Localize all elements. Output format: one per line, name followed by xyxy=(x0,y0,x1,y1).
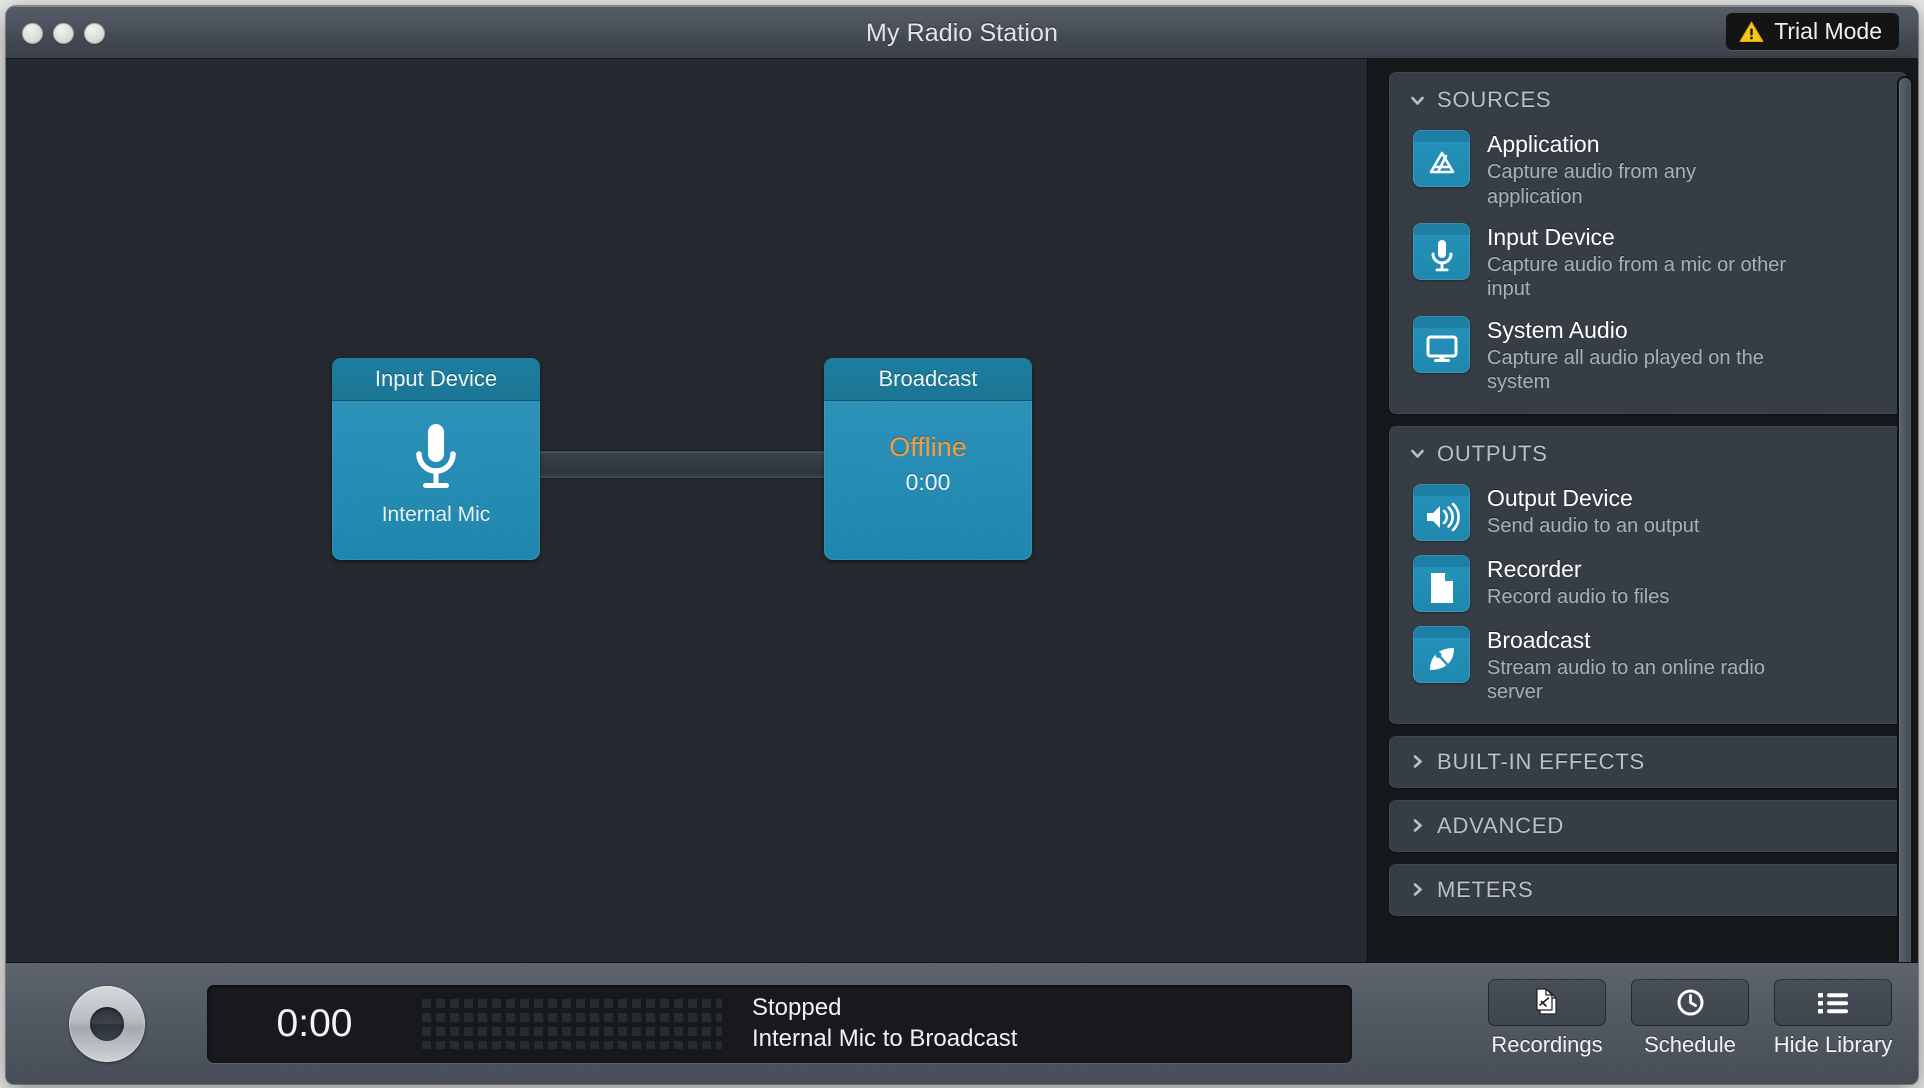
close-button[interactable] xyxy=(22,23,43,44)
recordings-label: Recordings xyxy=(1491,1032,1603,1057)
chevron-right-icon xyxy=(1410,754,1425,769)
library-item-output-device[interactable]: Output Device Send audio to an output xyxy=(1389,477,1907,548)
recordings-button[interactable]: Recordings xyxy=(1486,979,1608,1058)
connection-cable[interactable] xyxy=(530,451,838,478)
hide-library-button[interactable]: Hide Library xyxy=(1772,979,1894,1058)
microphone-icon xyxy=(1413,222,1470,280)
library-item-broadcast[interactable]: Broadcast Stream audio to an online radi… xyxy=(1389,619,1907,712)
node-header: Broadcast xyxy=(824,358,1032,401)
library-item-system-audio[interactable]: System Audio Capture all audio played on… xyxy=(1389,309,1907,402)
list-icon xyxy=(1774,979,1892,1026)
trial-mode-label: Trial Mode xyxy=(1774,18,1882,44)
section-title: ADVANCED xyxy=(1437,812,1565,838)
section-header-meters[interactable]: METERS xyxy=(1389,877,1533,903)
section-header-outputs[interactable]: OUTPUTS xyxy=(1389,436,1907,477)
recordings-document-icon xyxy=(1488,979,1606,1026)
library-item-desc: Stream audio to an online radio server xyxy=(1487,656,1765,704)
library-item-desc: Capture all audio played on the system xyxy=(1487,346,1764,394)
library-item-application[interactable]: Application Capture audio from any appli… xyxy=(1389,123,1907,216)
routing-canvas[interactable]: Input Device Internal Mic xyxy=(6,59,1368,962)
section-title: OUTPUTS xyxy=(1437,440,1548,466)
node-input-device[interactable]: Input Device Internal Mic xyxy=(332,358,540,560)
node-subtitle: Internal Mic xyxy=(381,503,491,526)
library-item-desc: Capture audio from any application xyxy=(1487,161,1697,208)
library-item-name: Output Device xyxy=(1487,484,1633,511)
minimize-button[interactable] xyxy=(53,23,74,44)
hide-library-label: Hide Library xyxy=(1773,1032,1893,1057)
library-item-name: Broadcast xyxy=(1487,626,1591,653)
record-button[interactable] xyxy=(69,986,145,1062)
document-icon xyxy=(1413,554,1470,612)
traffic-lights xyxy=(22,23,105,44)
node-broadcast[interactable]: Broadcast Offline 0:00 xyxy=(824,358,1032,560)
section-header-built-in-effects[interactable]: BUILT-IN EFFECTS xyxy=(1389,749,1645,775)
library-scrollbar-thumb[interactable] xyxy=(1899,78,1911,962)
node-body: Offline 0:00 xyxy=(824,401,1032,560)
status-display: 0:00 Stopped Internal Mic to Broadcast xyxy=(207,985,1352,1063)
library-item-recorder[interactable]: Recorder Record audio to files xyxy=(1389,548,1907,619)
chevron-down-icon xyxy=(1410,93,1425,108)
display-icon xyxy=(1413,315,1470,373)
app-store-icon xyxy=(1413,130,1470,187)
section-header-advanced[interactable]: ADVANCED xyxy=(1389,813,1564,839)
section-title: SOURCES xyxy=(1437,87,1552,112)
window-body: Input Device Internal Mic xyxy=(6,59,1918,962)
title-bar: My Radio Station Trial Mode xyxy=(6,6,1918,59)
section-title: METERS xyxy=(1437,876,1534,902)
status-line-1: Stopped xyxy=(752,994,842,1022)
library-item-desc: Send audio to an output xyxy=(1487,514,1700,537)
clock-icon xyxy=(1631,979,1749,1026)
library-item-desc: Record audio to files xyxy=(1487,585,1670,608)
level-meter-matrix xyxy=(422,999,722,1049)
broadcast-status: Offline xyxy=(889,432,967,462)
library-section-meters[interactable]: METERS xyxy=(1389,863,1907,916)
schedule-label: Schedule xyxy=(1644,1032,1736,1057)
schedule-button[interactable]: Schedule xyxy=(1629,979,1751,1058)
library-item-input-device[interactable]: Input Device Capture audio from a mic or… xyxy=(1389,216,1907,309)
elapsed-time: 0:00 xyxy=(276,1002,353,1045)
satellite-dish-icon xyxy=(1413,625,1470,683)
node-header: Input Device xyxy=(332,358,540,401)
chevron-right-icon xyxy=(1410,882,1425,897)
microphone-icon xyxy=(410,417,462,501)
app-window: My Radio Station Trial Mode Input Device xyxy=(6,6,1918,1084)
node-body: Internal Mic xyxy=(332,401,540,560)
library-item-name: Input Device xyxy=(1487,223,1615,250)
bottom-toolbar: 0:00 Stopped Internal Mic to Broadcast xyxy=(6,962,1918,1084)
library-section-outputs: OUTPUTS Output Device Send audio to an xyxy=(1389,425,1907,724)
warning-triangle-icon xyxy=(1739,21,1764,43)
library-section-advanced[interactable]: ADVANCED xyxy=(1389,799,1907,852)
trial-mode-badge[interactable]: Trial Mode xyxy=(1726,13,1899,50)
library-item-name: Recorder xyxy=(1487,555,1582,582)
section-header-sources[interactable]: SOURCES xyxy=(1389,82,1907,123)
library-section-built-in-effects[interactable]: BUILT-IN EFFECTS xyxy=(1389,735,1907,788)
library-item-name: System Audio xyxy=(1487,316,1628,343)
speaker-icon xyxy=(1413,483,1470,541)
status-text: Stopped Internal Mic to Broadcast xyxy=(752,993,1017,1054)
broadcast-time: 0:00 xyxy=(905,469,951,495)
section-title: BUILT-IN EFFECTS xyxy=(1437,748,1645,774)
library-panel[interactable]: SOURCES Application Capture audio from a… xyxy=(1369,59,1918,962)
library-item-name: Application xyxy=(1487,131,1600,157)
toolbar-buttons: Recordings Schedule xyxy=(1486,979,1894,1058)
status-line-2: Internal Mic to Broadcast xyxy=(752,1025,1018,1052)
library-section-sources: SOURCES Application Capture audio from a… xyxy=(1389,72,1907,414)
chevron-right-icon xyxy=(1410,818,1425,833)
page-title: My Radio Station xyxy=(866,19,1058,47)
chevron-down-icon xyxy=(1410,446,1425,461)
node-title: Input Device xyxy=(374,366,498,391)
zoom-button[interactable] xyxy=(84,23,105,44)
library-scrollbar[interactable] xyxy=(1897,76,1913,962)
node-title: Broadcast xyxy=(878,366,978,391)
library-item-desc: Capture audio from a mic or other input xyxy=(1487,254,1787,301)
